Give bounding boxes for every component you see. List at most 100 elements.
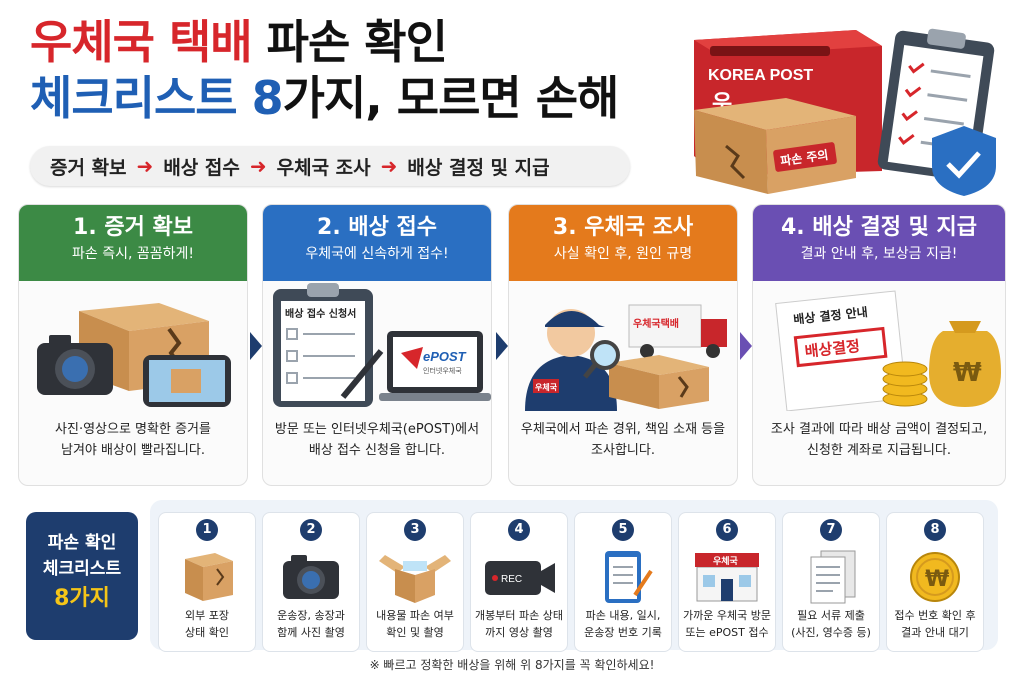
page-title: 우체국 택배 파손 확인 체크리스트 8가지, 모르면 손해 xyxy=(30,14,620,126)
checklist-badge: 파손 확인 체크리스트 8가지 xyxy=(26,512,138,640)
step-subtitle: 사실 확인 후, 원인 규명 xyxy=(553,246,693,262)
step-image xyxy=(19,281,247,411)
step-title: 3. 우체국 조사 xyxy=(552,215,694,240)
inspector-and-truck-icon: 우체국택배 우체국 xyxy=(525,304,727,411)
step-desc-line-1: 사진·영상으로 명확한 증거를 xyxy=(55,422,211,437)
step-desc-line-2: 조사합니다. xyxy=(591,443,655,458)
camera-and-box-icon xyxy=(37,303,231,407)
flow-step-3: 우체국 조사 xyxy=(276,156,371,179)
step-desc-line-2: 남겨야 배상이 빨라집니다. xyxy=(61,443,205,458)
open-box-icon xyxy=(367,545,463,607)
step-card-1: 1. 증거 확보 파손 즉시, 꼼꼼하게! 사진·영상으로 명확한 증거를 남겨… xyxy=(18,204,248,486)
step-description: 조사 결과에 따라 배상 금액이 결정되고, 신청한 계좌로 지급됩니다. xyxy=(753,411,1005,461)
title-line-2: 체크리스트 8가지, 모르면 손해 xyxy=(30,70,620,126)
step-image: 우체국택배 우체국 xyxy=(509,281,737,411)
step-title: 4. 배상 결정 및 지급 xyxy=(781,215,977,240)
badge-line-2: 체크리스트 xyxy=(42,559,122,579)
truck-label: 우체국택배 xyxy=(633,317,679,330)
step-desc-line-1: 조사 결과에 따라 배상 금액이 결정되고, xyxy=(770,422,988,437)
item-label: 필요 서류 제출(사진, 영수증 등) xyxy=(791,609,871,639)
badge-line-1: 파손 확인 xyxy=(47,533,117,553)
process-flow-bar: 증거 확보 ➜ 배상 접수 ➜ 우체국 조사 ➜ 배상 결정 및 지급 xyxy=(30,146,630,186)
step-desc-line-2: 신청한 계좌로 지급됩니다. xyxy=(807,443,951,458)
step-header: 4. 배상 결정 및 지급 결과 안내 후, 보상금 지급! xyxy=(753,205,1005,281)
epost-logo: ePOST xyxy=(423,349,467,364)
form-and-laptop-icon: 배상 접수 신청서 ePOST 인터넷우체국 xyxy=(273,283,491,407)
step-description: 우체국에서 파손 경위, 책임 소재 등을 조사합니다. xyxy=(509,411,737,461)
hero-illustration: KOREA POST 우 파손 주의 xyxy=(694,28,996,196)
post-office-icon: 우체국 xyxy=(679,545,775,607)
title-text: 파손 확인 xyxy=(251,15,448,69)
video-camera-icon: REC xyxy=(471,545,567,607)
step-card-4: 4. 배상 결정 및 지급 결과 안내 후, 보상금 지급! 배상 결정 안내 … xyxy=(752,204,1006,486)
title-line-1: 우체국 택배 파손 확인 xyxy=(30,14,618,70)
post-label: KOREA POST xyxy=(708,67,813,84)
won-sign: ₩ xyxy=(953,358,982,388)
step-header: 2. 배상 접수 우체국에 신속하게 접수! xyxy=(263,205,491,281)
documents-icon xyxy=(783,545,879,607)
badge-label: 우체국 xyxy=(535,382,558,392)
item-label: 파손 내용, 일시,운송장 번호 기록 xyxy=(584,609,662,639)
step-subtitle: 파손 즉시, 꼼꼼하게! xyxy=(71,246,194,262)
step-desc-line-2: 배상 접수 신청을 합니다. xyxy=(308,443,446,458)
box-icon xyxy=(159,545,255,607)
step-desc-line-1: 방문 또는 인터넷우체국(ePOST)에서 xyxy=(274,422,480,437)
svg-text:₩: ₩ xyxy=(925,567,949,592)
arrow-right-icon: ➜ xyxy=(249,154,267,178)
stamp-label: 배상결정 xyxy=(804,337,861,361)
checklist-item-7: 7 필요 서류 제출(사진, 영수증 등) xyxy=(782,512,880,652)
form-title: 배상 접수 신청서 xyxy=(285,307,356,320)
item-number: 6 xyxy=(716,519,738,541)
svg-text:우체국: 우체국 xyxy=(713,555,739,567)
step-image: 배상 결정 안내 배상결정 ₩ xyxy=(753,281,1005,412)
step-subtitle: 결과 안내 후, 보상금 지급! xyxy=(800,246,958,262)
arrow-right-icon: ➜ xyxy=(380,154,398,178)
shield-check-icon xyxy=(932,126,996,196)
title-text-2: 가지, 모르면 손해 xyxy=(282,71,620,125)
steps-section: 1. 증거 확보 파손 즉시, 꼼꼼하게! 사진·영상으로 명확한 증거를 남겨… xyxy=(18,204,1006,486)
step-image: 배상 접수 신청서 ePOST 인터넷우체국 xyxy=(263,281,491,411)
flow-step-4: 배상 결정 및 지급 xyxy=(407,156,550,179)
epost-sub: 인터넷우체국 xyxy=(423,366,462,375)
item-number: 5 xyxy=(612,519,634,541)
step-card-3: 3. 우체국 조사 사실 확인 후, 원인 규명 우체국택배 우체국 xyxy=(508,204,738,486)
chevron-right-icon xyxy=(496,332,508,360)
item-number: 2 xyxy=(300,519,322,541)
item-number: 1 xyxy=(196,519,218,541)
title-highlight-blue: 체크리스트 8 xyxy=(30,71,284,125)
item-number: 7 xyxy=(820,519,842,541)
notice-and-money-icon: 배상 결정 안내 배상결정 ₩ xyxy=(775,290,1001,412)
step-header: 1. 증거 확보 파손 즉시, 꼼꼼하게! xyxy=(19,205,247,281)
badge-line-3: 8가지 xyxy=(54,586,110,611)
item-number: 8 xyxy=(924,519,946,541)
fragile-label: 파손 주의 xyxy=(779,147,829,169)
step-description: 사진·영상으로 명확한 증거를 남겨야 배상이 빨라집니다. xyxy=(19,411,247,461)
title-highlight-red: 우체국 택배 xyxy=(30,15,253,69)
step-card-2: 2. 배상 접수 우체국에 신속하게 접수! 배상 접수 신청서 ePOST 인… xyxy=(262,204,492,486)
step-header: 3. 우체국 조사 사실 확인 후, 원인 규명 xyxy=(509,205,737,281)
damaged-box-icon: 파손 주의 xyxy=(694,98,856,194)
flow-step-1: 증거 확보 xyxy=(50,156,127,179)
step-title: 2. 배상 접수 xyxy=(317,215,437,240)
step-desc-line-1: 우체국에서 파손 경위, 책임 소재 등을 xyxy=(520,422,726,437)
step-title: 1. 증거 확보 xyxy=(73,215,193,240)
flow-step-2: 배상 접수 xyxy=(163,156,240,179)
item-number: 4 xyxy=(508,519,530,541)
footer-note: ※ 빠르고 정확한 배상을 위해 위 8가지를 꼭 확인하세요! xyxy=(369,658,655,672)
item-number: 3 xyxy=(404,519,426,541)
chevron-right-icon xyxy=(740,332,752,360)
svg-text:REC: REC xyxy=(501,574,522,585)
clipboard-icon xyxy=(575,545,671,607)
step-description: 방문 또는 인터넷우체국(ePOST)에서 배상 접수 신청을 합니다. xyxy=(263,411,491,461)
